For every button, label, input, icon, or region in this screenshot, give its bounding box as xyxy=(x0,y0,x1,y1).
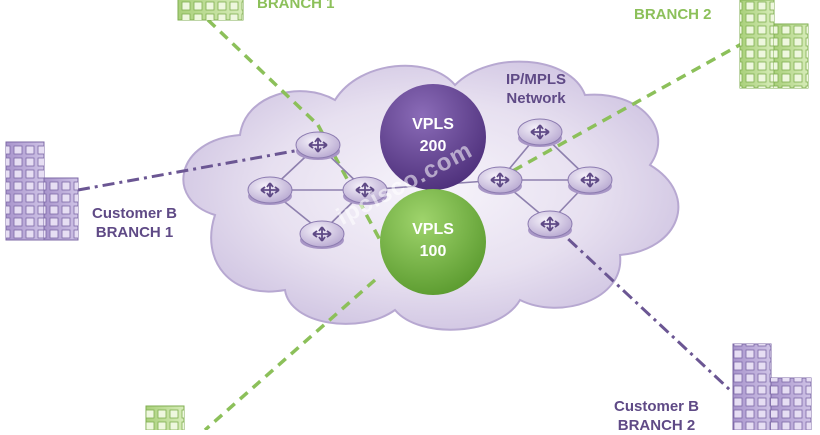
router-icon xyxy=(247,176,293,205)
vpls-200-line1: VPLS xyxy=(412,116,454,133)
router-icon xyxy=(517,118,563,147)
router-icon xyxy=(477,166,523,195)
building-icon xyxy=(732,343,812,430)
mpls-network-label: IP/MPLS Network xyxy=(506,70,566,108)
green-branch2-label: BRANCH 2 xyxy=(634,6,712,23)
vpls-200-bubble xyxy=(380,84,486,190)
vpls-200-line2: 200 xyxy=(419,138,447,155)
vpls-100-line2: 100 xyxy=(419,243,447,260)
router-icon xyxy=(342,176,388,205)
vpls-100-bubble xyxy=(380,189,486,295)
link-green-branch2 xyxy=(499,40,746,180)
customer-b-branch1-line2: BRANCH 1 xyxy=(95,224,174,241)
router-icon xyxy=(295,131,341,160)
link-green-branch1 xyxy=(206,18,320,127)
mpls-network-line2: Network xyxy=(506,90,566,107)
router-icon xyxy=(527,210,573,239)
vpls-200-label: VPLS 200 xyxy=(403,114,463,158)
mpls-network-line1: IP/MPLS xyxy=(506,71,567,88)
customer-b-branch2-line2: BRANCH 2 xyxy=(617,417,696,434)
customer-b-branch1-label: Customer B BRANCH 1 xyxy=(92,204,177,242)
customer-b-branch1-line1: Customer B xyxy=(92,205,178,222)
router-icon xyxy=(567,166,613,195)
customer-b-branch2-label: Customer B BRANCH 2 xyxy=(614,397,699,435)
building-icon xyxy=(5,141,79,241)
building-icon xyxy=(145,405,185,430)
link-purple-branch2 xyxy=(548,220,732,392)
building-icon xyxy=(177,0,244,21)
green-branch1-label: BRANCH 1 xyxy=(257,0,335,12)
vpls-100-label: VPLS 100 xyxy=(403,219,463,263)
customer-b-branch2-line1: Customer B xyxy=(614,398,700,415)
routers xyxy=(247,118,613,249)
router-icon xyxy=(299,220,345,249)
building-icon xyxy=(739,0,809,89)
vpls-100-line1: VPLS xyxy=(412,221,454,238)
vpls-200-links xyxy=(77,148,732,392)
link-green-bottom xyxy=(203,278,377,430)
